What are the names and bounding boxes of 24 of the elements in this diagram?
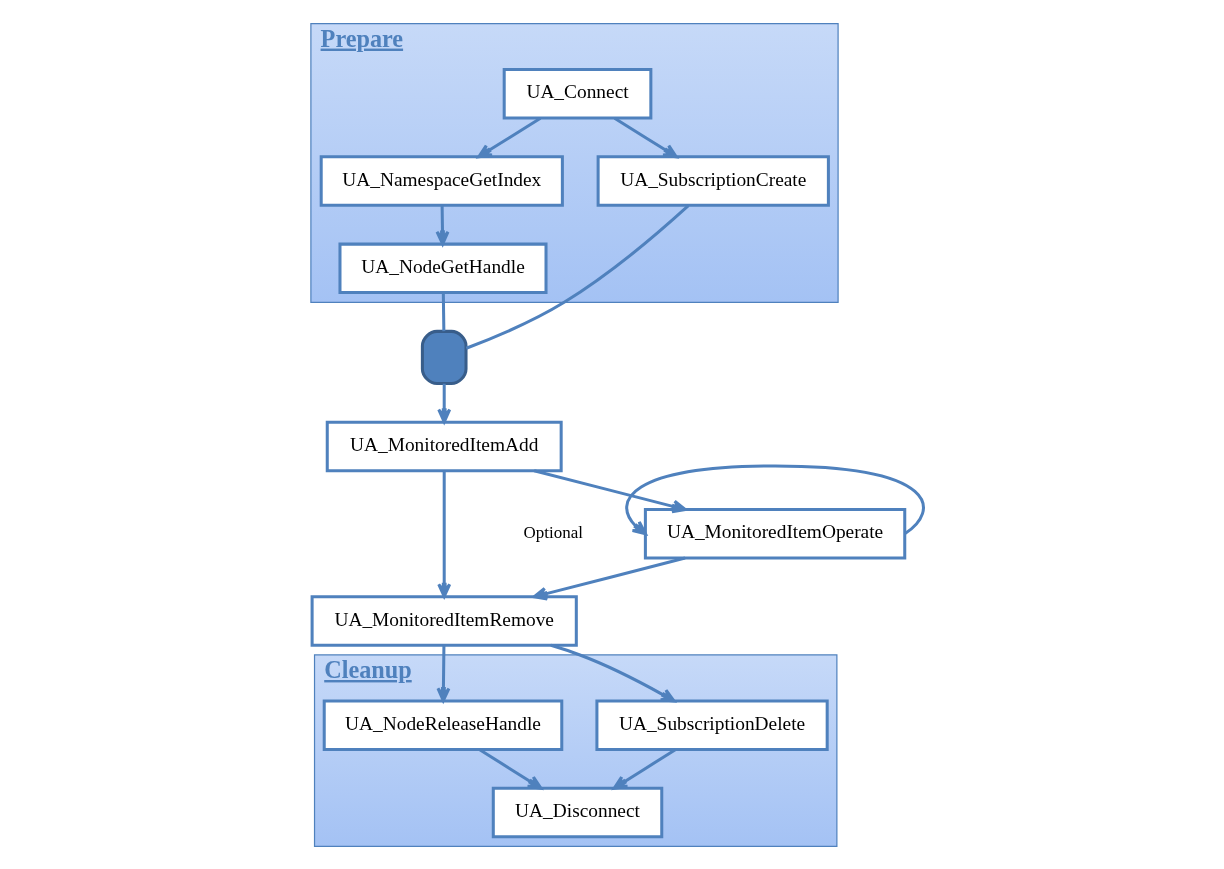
arrow [613, 116, 678, 158]
arrow [435, 204, 449, 245]
connector [465, 204, 689, 350]
connector [441, 292, 445, 331]
node-box: UA_SubscriptionCreate [596, 154, 830, 207]
arrow [435, 644, 450, 702]
arrow [533, 468, 687, 513]
arrow [550, 643, 675, 702]
node-box: UA_NamespaceGetIndex [319, 154, 564, 207]
node-box: UA_SubscriptionDelete [594, 699, 829, 751]
node-gate [420, 329, 468, 385]
node-box: UA_MonitoredItemOperate [643, 507, 906, 560]
node-box: UA_NodeGetHandle [337, 242, 548, 294]
node-label: Optional [523, 522, 583, 542]
node-box: UA_MonitoredItemAdd [325, 420, 563, 472]
node-box: UA_Disconnect [491, 786, 663, 838]
arrow [436, 383, 451, 423]
arrow [436, 470, 451, 598]
arrow [624, 463, 925, 535]
node-box: UA_NodeReleaseHandle [322, 699, 563, 751]
arrow [476, 116, 541, 158]
node-box: UA_Connect [502, 67, 652, 120]
arrow [532, 556, 685, 601]
node-box: UA_MonitoredItemRemove [310, 594, 578, 647]
